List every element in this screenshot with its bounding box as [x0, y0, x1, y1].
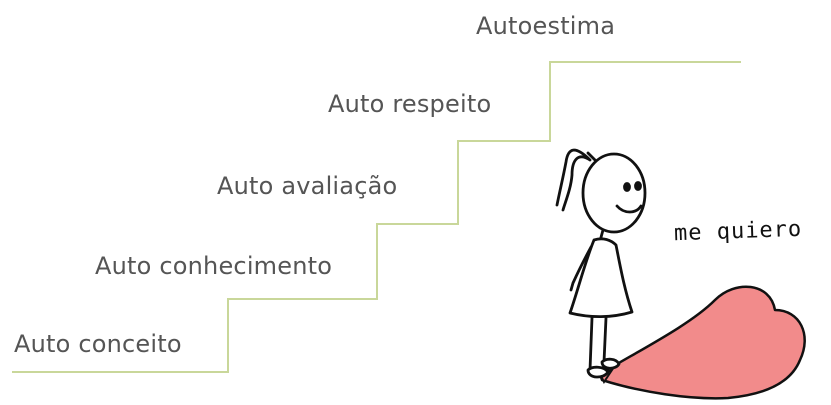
hair-tie [586, 151, 597, 162]
girl-leg-back [602, 316, 608, 364]
left-eye [623, 182, 631, 192]
step-label-auto-conceito: Auto conceito [14, 330, 182, 358]
handwritten-caption: me quiero [673, 216, 803, 247]
step-label-auto-respeito: Auto respeito [328, 90, 492, 118]
step-label-auto-conhecimento: Auto conhecimento [95, 252, 333, 280]
staircase-line [12, 61, 741, 373]
right-eye [634, 181, 642, 191]
girl-head [581, 152, 647, 234]
girl-shoe-back [600, 357, 621, 370]
step-label-autoestima: Autoestima [476, 12, 616, 40]
smile [615, 204, 643, 214]
girl-leg-front [588, 316, 594, 372]
heart-shape [598, 285, 806, 400]
girl-shoe-front [586, 365, 610, 379]
girl-dress [568, 237, 634, 319]
ponytail [555, 148, 592, 212]
girl-illustration [555, 148, 647, 379]
step-label-auto-avaliacao: Auto avaliação [217, 172, 398, 200]
